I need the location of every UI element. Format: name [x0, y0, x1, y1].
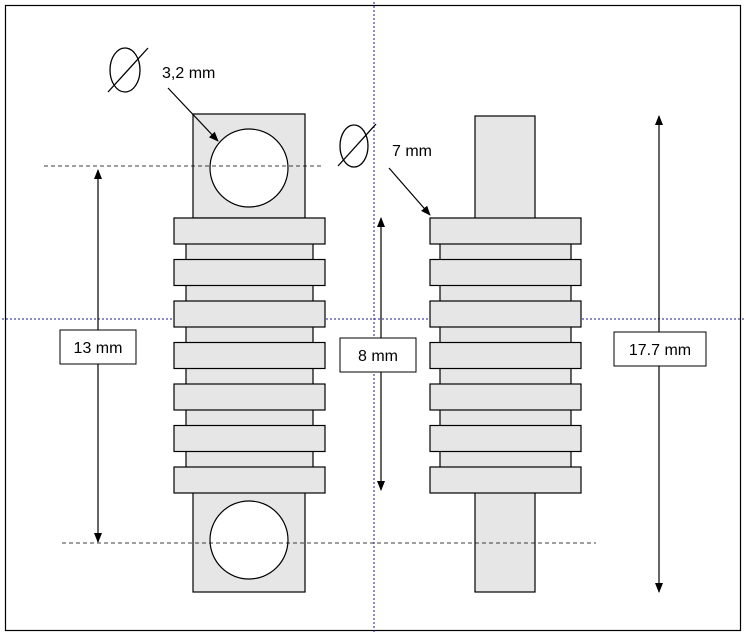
- cooling-fin: [173, 217, 326, 245]
- overall-length-label: 17.7 mm: [629, 342, 691, 359]
- cooling-fin: [429, 258, 582, 287]
- diameter-symbol-icon: [109, 47, 141, 93]
- left-fin-stack: [173, 217, 326, 494]
- body-length-label: 8 mm: [358, 348, 398, 365]
- cooling-fin: [173, 300, 326, 328]
- cooling-fin: [429, 217, 582, 245]
- hole-diameter-label: 3,2 mm: [162, 65, 215, 82]
- cooling-fin: [429, 424, 582, 453]
- top-pin-stub: [474, 115, 536, 221]
- body-length-dimension: 8 mm: [339, 217, 417, 491]
- drawing-frame: [4, 4, 742, 632]
- cooling-fin: [173, 466, 326, 494]
- cooling-fin: [173, 258, 326, 287]
- body-diameter-annotation: 7 mm: [337, 123, 432, 216]
- top-eyelet-hole: [209, 128, 289, 208]
- diameter-symbol-icon: [339, 124, 369, 168]
- cooling-fin: [173, 383, 326, 411]
- overall-length-label-box: [613, 331, 707, 367]
- body-diameter-label: 7 mm: [392, 143, 432, 160]
- eyelet-spacing-label-box: [59, 329, 137, 365]
- bottom-eyelet-hole: [209, 500, 289, 580]
- eyelet-terminal-part: [173, 113, 326, 593]
- eyelet-spacing-dimension: 13 mm: [59, 169, 137, 543]
- cooling-fin: [173, 424, 326, 453]
- right-fin-stack: [429, 217, 582, 494]
- cooling-fin: [429, 383, 582, 411]
- cooling-fin: [173, 341, 326, 370]
- hole-diameter-annotation: 3,2 mm: [107, 47, 219, 142]
- hole-diameter-leader: [167, 87, 219, 142]
- cooling-fin: [429, 341, 582, 370]
- cooling-fin: [429, 300, 582, 328]
- cooling-fin: [429, 466, 582, 494]
- eyelet-spacing-label: 13 mm: [74, 340, 123, 357]
- diameter-symbol-slash: [337, 123, 377, 167]
- pin-terminal-part: [429, 115, 582, 593]
- overall-length-dimension: 17.7 mm: [613, 115, 707, 593]
- diameter-symbol-slash: [107, 47, 149, 93]
- bottom-pin-stub: [474, 488, 536, 593]
- body-length-label-box: [339, 337, 417, 373]
- body-diameter-leader: [388, 167, 431, 216]
